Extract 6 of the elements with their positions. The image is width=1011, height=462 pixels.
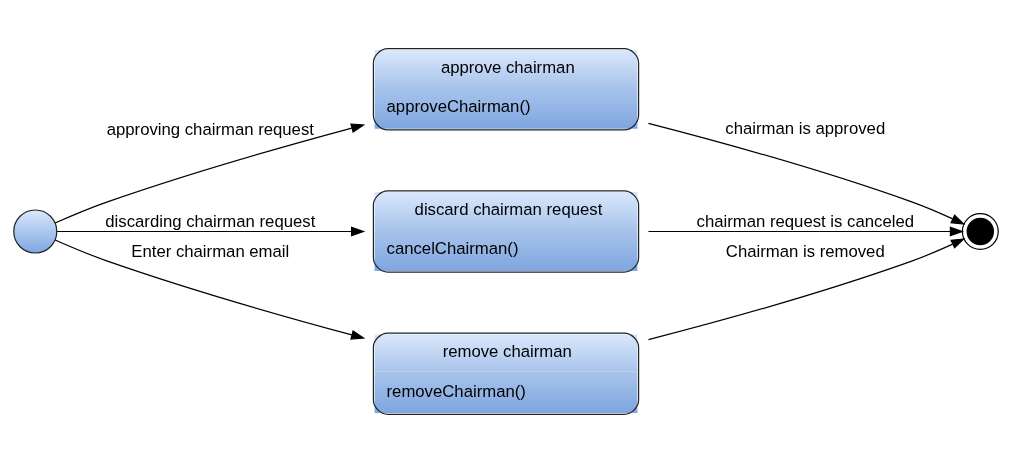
edge-label: chairman request is canceled [696,211,914,231]
edge-label: discarding chairman request [104,211,315,231]
edge-label: Chairman is removed [725,241,885,261]
edge-label: chairman is approved [724,118,885,138]
edge-label: approving chairman request [106,119,314,139]
edge-label: Enter chairman email [130,241,289,261]
